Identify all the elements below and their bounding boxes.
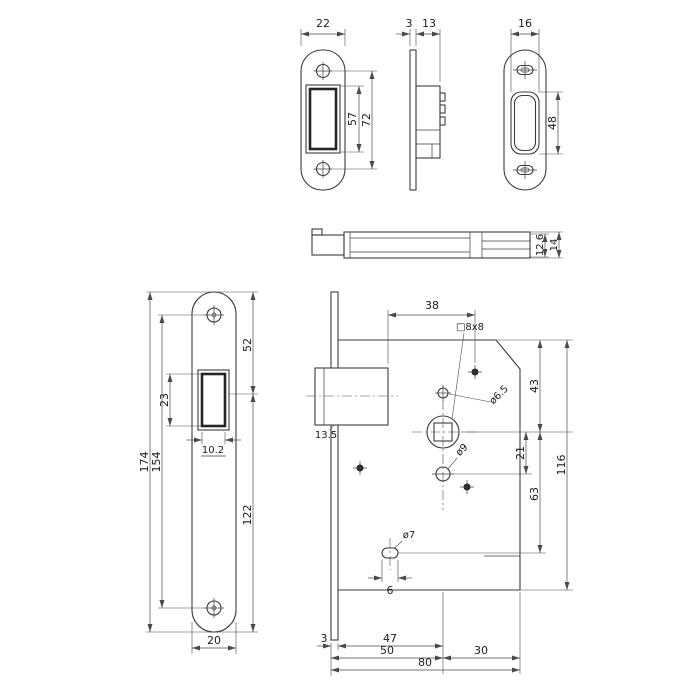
- dim-spindle-to-slot: 63: [528, 487, 541, 501]
- label-spindle-square: □8x8: [456, 322, 484, 333]
- dim-screw-distance: 154: [150, 452, 163, 473]
- view-magnet-plate-front: 16 48: [503, 17, 563, 191]
- dim-opening-width: 10.2: [202, 445, 224, 456]
- long-plate-dimensions: 23 174 154 52 122 10.2 20: [138, 291, 258, 654]
- dim-bolt-outer-height: 14: [549, 239, 560, 252]
- latch-opening-inner: [308, 87, 338, 151]
- dim-plate-width: 20: [207, 634, 221, 647]
- spindle-square: [433, 422, 453, 442]
- dim-housing-depth: 13: [422, 17, 436, 30]
- label-slot-diameter: ø7: [403, 530, 415, 541]
- view-faceplate-front-large: 23 174 154 52 122 10.2 20: [138, 291, 258, 654]
- dim-total-height: 174: [138, 452, 151, 473]
- view-faceplate-front-small: 22 57 72: [300, 17, 377, 191]
- latch-bolt: [314, 367, 389, 426]
- latch-bolt-dimensions: 12.6 14: [530, 231, 563, 259]
- magnet-plate-dimensions: 16 48: [510, 17, 563, 155]
- latch-opening-outer: [305, 84, 341, 154]
- view-faceplate-side: 3 13: [396, 17, 446, 191]
- dim-slot-width: 6: [387, 584, 394, 597]
- magnet-plate-outline: [503, 49, 547, 191]
- view-lock-case-side: 38 □8x8 ø6.5 ø9 ø7 13.5 6: [306, 291, 573, 676]
- spindle-hole: [426, 415, 460, 449]
- dim-screw-distance: 72: [360, 113, 373, 127]
- dim-bolt-inner-height: 12.6: [535, 234, 546, 256]
- bolt-body: [343, 231, 531, 259]
- dim-opening-height: 23: [158, 393, 171, 407]
- label-bolt-height: 13.5: [315, 430, 337, 441]
- faceplate-outline: [300, 49, 346, 191]
- dim-magnet-plate-width: 16: [518, 17, 532, 30]
- dim-backset: 50: [380, 644, 394, 657]
- faceplate-small-dimensions: 22 57 72: [300, 17, 377, 170]
- latch-opening-inner: [200, 372, 227, 428]
- dim-plate-thickness: 3: [406, 17, 413, 30]
- lock-case-outline: [338, 339, 521, 591]
- dim-top-to-spindle: 43: [528, 379, 541, 393]
- dim-spindle-to-back: 30: [474, 644, 488, 657]
- dim-case-height: 116: [555, 455, 568, 476]
- dim-plate-thickness: 3: [321, 632, 328, 645]
- faceplate-side-dimensions: 3 13: [396, 17, 441, 82]
- magnet-opening-outer: [510, 91, 540, 155]
- dim-total-depth: 80: [418, 656, 432, 669]
- lock-case-dimensions: 38 □8x8 ø6.5 ø9 ø7 13.5 6: [315, 299, 573, 676]
- dim-top-segment: 52: [241, 338, 254, 352]
- dim-bolt-to-hole: 38: [425, 299, 439, 312]
- dim-plate-width: 22: [316, 17, 330, 30]
- latch-opening-outer: [197, 369, 230, 431]
- view-latch-bolt-side: 12.6 14: [311, 228, 563, 259]
- dim-opening-height: 57: [346, 112, 359, 126]
- dim-magnet-opening-height: 48: [546, 116, 559, 130]
- magnet-opening-inner: [513, 94, 537, 152]
- dim-spindle-to-hole: 21: [514, 446, 527, 460]
- faceplate-edge: [330, 291, 339, 641]
- dim-case-to-spindle: 47: [383, 632, 397, 645]
- dim-bottom-segment: 122: [241, 505, 254, 526]
